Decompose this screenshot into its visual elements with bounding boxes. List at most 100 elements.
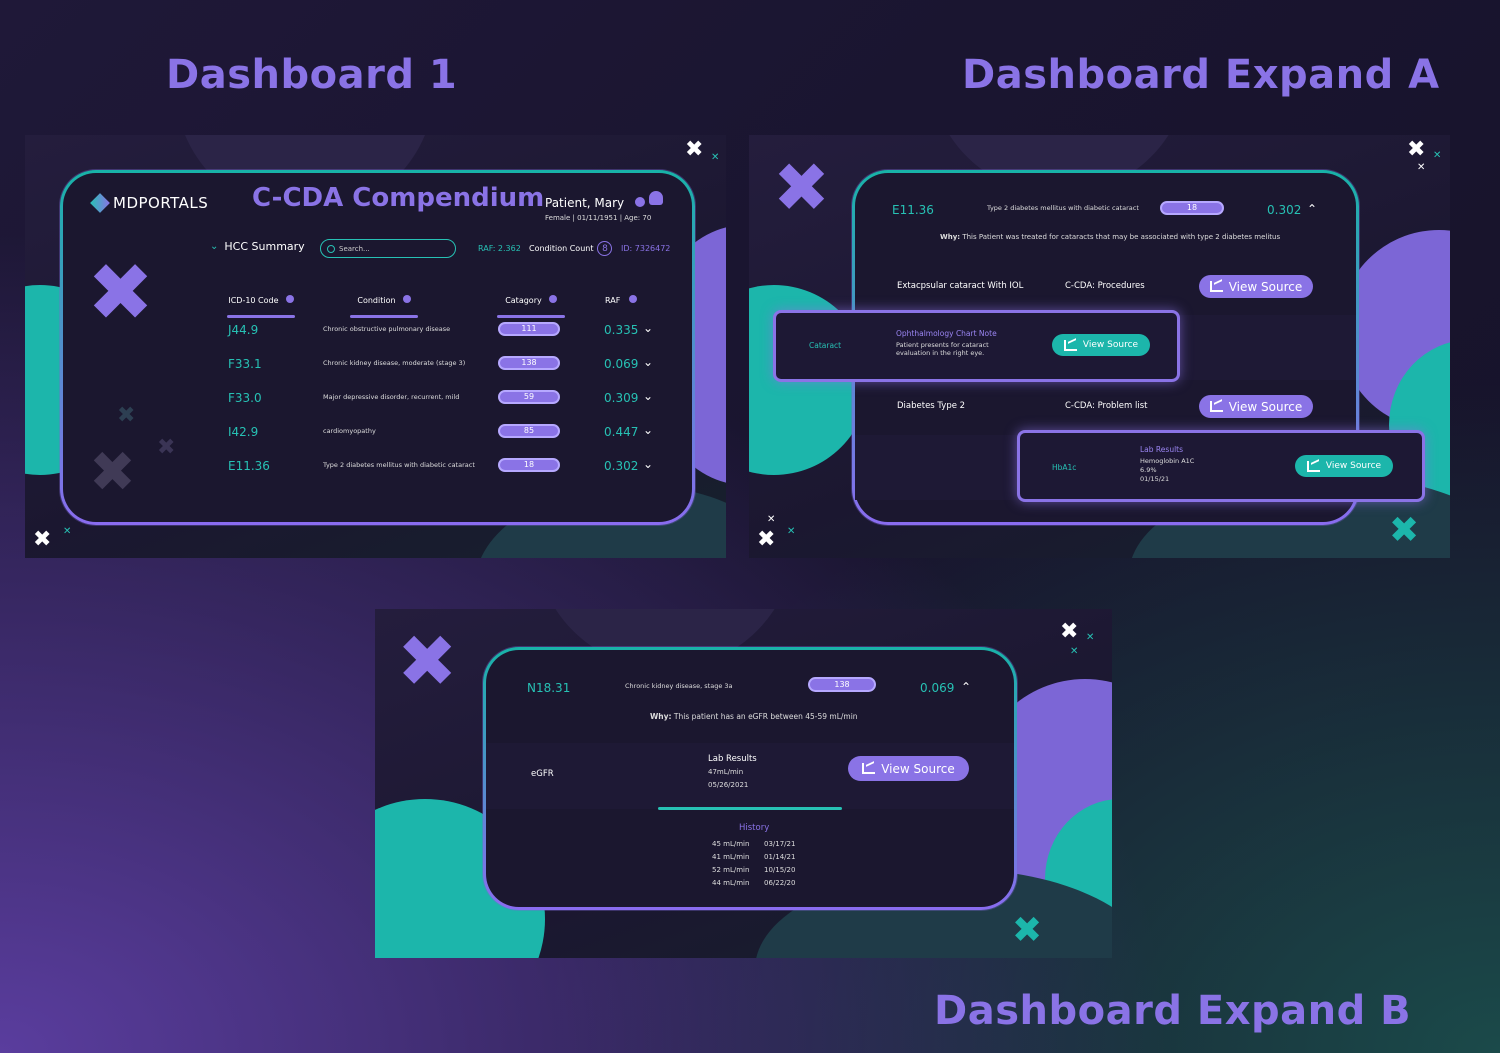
button-label: View Source <box>881 761 955 776</box>
column-label: ICD-10 Code <box>228 296 279 305</box>
mdportals-logo: MDPORTALS <box>90 193 209 213</box>
raf-value: 0.069 <box>604 357 639 371</box>
raf-value: 0.309 <box>604 391 639 405</box>
x-small-icon: ✕ <box>1086 632 1095 643</box>
dashboard-expand-b-panel: ✖ ✕ ✕ ✖ ✖ N18.31 Chronic kidney disease,… <box>375 609 1112 958</box>
button-label: View Source <box>1325 461 1382 471</box>
chevron-up-icon[interactable]: ⌃ <box>1307 202 1318 216</box>
source-type: C-CDA: Problem list <box>1065 401 1148 411</box>
source-item-name: Extacpsular cataract With IOL <box>897 281 1024 291</box>
why-text: Why: This Patient was treated for catara… <box>940 233 1280 241</box>
lab-date: 05/26/2021 <box>708 781 749 789</box>
raf-value: 0.447 <box>604 425 639 439</box>
column-label: Condition <box>357 296 396 305</box>
sort-icon <box>402 295 411 303</box>
x-teal-icon: ✖ <box>1012 910 1043 951</box>
x-faded-icon: ✖ <box>89 440 136 505</box>
view-source-button[interactable]: View Source <box>1199 275 1313 298</box>
history-list: 45 mL/min 03/17/21 41 mL/min 01/14/21 52… <box>712 840 795 892</box>
table-row[interactable]: J44.9 Chronic obstructive pulmonary dise… <box>228 321 658 339</box>
hcc-summary-toggle[interactable]: ⌄ HCC Summary <box>210 240 305 253</box>
view-source-button[interactable]: View Source <box>1052 334 1150 356</box>
patient-name: Patient, Mary <box>545 196 625 210</box>
chart-icon <box>1209 401 1223 412</box>
history-value: 52 mL/min <box>712 866 750 874</box>
chevron-down-icon <box>635 197 646 207</box>
heading-dashboard-expand-b: Dashboard Expand B <box>934 988 1412 1034</box>
history-value: 44 mL/min <box>712 879 750 887</box>
x-logo-icon: ✖ <box>1060 619 1079 644</box>
category-pill: 18 <box>1160 201 1224 215</box>
icd-code: F33.1 <box>228 357 262 371</box>
lab-title: Lab Results <box>708 754 757 764</box>
history-row: 45 mL/min 03/17/21 <box>712 840 795 853</box>
x-brand-icon: ✖ <box>87 246 155 339</box>
why-text: Why: This patient has an eGFR between 45… <box>650 712 858 721</box>
table-row[interactable]: F33.0 Major depressive disorder, recurre… <box>228 389 658 407</box>
condition-text: Chronic obstructive pulmonary disease <box>323 325 451 333</box>
raf-value: 0.302 <box>1267 203 1302 217</box>
expanded-header-row[interactable]: N18.31 Chronic kidney disease, stage 3a … <box>527 677 977 699</box>
bell-icon[interactable] <box>649 191 663 205</box>
view-source-button[interactable]: View Source <box>1199 395 1313 418</box>
x-brand-icon: ✖ <box>397 619 458 703</box>
patient-id: ID: 7326472 <box>621 244 671 253</box>
table-row[interactable]: I42.9 cardiomyopathy 85 0.447 ⌄ <box>228 423 658 441</box>
view-source-button[interactable]: View Source <box>1295 455 1393 477</box>
logo-text: MDPORTALS <box>113 194 209 212</box>
condition-text: Type 2 diabetes mellitus with diabetic c… <box>323 461 475 469</box>
patient-selector[interactable]: Patient, Mary Female | 01/11/1951 | Age:… <box>545 192 651 222</box>
column-header-category[interactable]: Catagory <box>497 288 565 318</box>
icd-code: E11.36 <box>892 203 934 217</box>
chevron-down-icon[interactable]: ⌄ <box>643 355 654 369</box>
view-source-button[interactable]: View Source <box>848 756 969 781</box>
search-input[interactable]: Search... <box>320 239 456 258</box>
lab-line: 01/15/21 <box>1140 475 1170 483</box>
chevron-down-icon[interactable]: ⌄ <box>643 457 654 471</box>
x-faded-icon: ✖ <box>157 435 176 460</box>
x-small-icon: ✕ <box>1433 150 1442 161</box>
column-header-icd[interactable]: ICD-10 Code <box>227 288 295 318</box>
chevron-down-icon[interactable]: ⌄ <box>643 321 654 335</box>
source-item-name: Diabetes Type 2 <box>897 401 966 411</box>
condition-text: Type 2 diabetes mellitus with diabetic c… <box>987 204 1139 212</box>
chart-icon <box>862 763 876 774</box>
column-label: Catagory <box>505 296 542 305</box>
condition-count-label: Condition Count <box>529 244 594 253</box>
category-pill: 18 <box>498 458 560 472</box>
category-pill: 138 <box>808 677 876 692</box>
expanded-header-row[interactable]: E11.36 Type 2 diabetes mellitus with dia… <box>892 201 1322 221</box>
popout-detail: Patient presents for cataract evaluation… <box>896 341 989 357</box>
column-label: RAF <box>605 296 621 305</box>
search-icon <box>327 244 335 253</box>
why-label: Why: <box>940 233 961 241</box>
logo-icon <box>90 193 110 213</box>
icd-code: I42.9 <box>228 425 259 439</box>
why-detail: This patient has an eGFR between 45-59 m… <box>673 712 858 721</box>
table-row[interactable]: F33.1 Chronic kidney disease, moderate (… <box>228 355 658 373</box>
source-type: C-CDA: Procedures <box>1065 281 1145 291</box>
condition-count-badge: 8 <box>597 241 613 256</box>
history-title: History <box>739 823 770 833</box>
chart-icon <box>1063 339 1077 351</box>
icd-code: F33.0 <box>228 391 262 405</box>
x-logo-icon: ✖ <box>685 137 704 162</box>
x-brand-icon: ✖ <box>773 149 830 228</box>
chevron-down-icon[interactable]: ⌄ <box>643 423 654 437</box>
chevron-down-icon[interactable]: ⌄ <box>643 389 654 403</box>
button-label: View Source <box>1228 279 1303 294</box>
popout-label: Cataract <box>809 341 842 350</box>
x-teal-icon: ✖ <box>1389 510 1420 551</box>
raf-value: 0.302 <box>604 459 639 473</box>
column-header-condition[interactable]: Condition <box>350 288 418 318</box>
chevron-up-icon[interactable]: ⌃ <box>961 680 972 694</box>
x-logo-icon: ✖ <box>757 527 776 552</box>
button-label: View Source <box>1082 340 1139 350</box>
patient-meta: Female | 01/11/1951 | Age: 70 <box>545 214 652 222</box>
sort-icon <box>629 295 638 303</box>
column-header-raf[interactable]: RAF <box>605 288 638 307</box>
x-small-icon: ✕ <box>787 526 796 537</box>
dashboard-card <box>60 170 695 525</box>
sort-icon <box>548 295 557 303</box>
table-row[interactable]: E11.36 Type 2 diabetes mellitus with dia… <box>228 457 658 475</box>
